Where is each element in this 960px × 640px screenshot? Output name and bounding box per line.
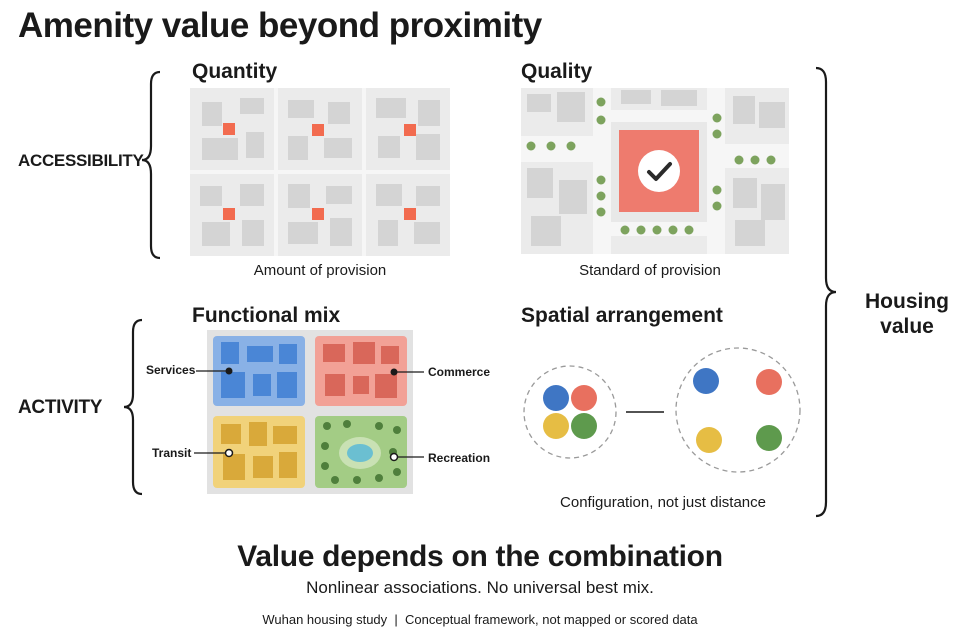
amenity-marker bbox=[404, 208, 416, 220]
spatial-arrangement-diagram bbox=[523, 347, 801, 473]
spatial-arrangement-title: Spatial arrangement bbox=[521, 304, 723, 327]
quantity-title: Quantity bbox=[192, 60, 278, 83]
clustered-amenities bbox=[523, 365, 617, 459]
spatial-caption: Configuration, not just distance bbox=[560, 494, 766, 511]
page-title: Amenity value beyond proximity bbox=[18, 6, 542, 45]
quantity-tile bbox=[190, 174, 274, 256]
commerce-label: Commerce bbox=[428, 365, 491, 379]
summary-subheading: Nonlinear associations. No universal bes… bbox=[306, 578, 654, 597]
recreation-label: Recreation bbox=[428, 451, 491, 465]
quantity-tile bbox=[278, 88, 362, 170]
summary-heading: Value depends on the combination bbox=[237, 540, 723, 573]
functional-mix-title: Functional mix bbox=[192, 304, 341, 327]
commerce-zone bbox=[315, 336, 407, 406]
brace-accessibility bbox=[141, 70, 161, 260]
quantity-tile bbox=[190, 88, 274, 170]
amenity-marker bbox=[223, 123, 235, 135]
quality-caption: Standard of provision bbox=[579, 262, 721, 279]
amenity-marker bbox=[312, 208, 324, 220]
check-icon bbox=[647, 162, 672, 181]
recreation-zone bbox=[315, 416, 407, 488]
housing-value-label: Housing value bbox=[865, 290, 949, 338]
quantity-grid-map bbox=[190, 88, 450, 256]
row-label-activity: ACTIVITY bbox=[18, 397, 103, 418]
quantity-caption: Amount of provision bbox=[253, 262, 387, 279]
street-trees bbox=[526, 97, 776, 235]
transit-zone bbox=[213, 416, 305, 488]
dispersed-amenities bbox=[675, 347, 801, 473]
row-label-accessibility: ACCESSIBILITY bbox=[18, 151, 144, 170]
amenity-marker bbox=[312, 124, 324, 136]
quantity-tile bbox=[278, 174, 362, 256]
quantity-tile bbox=[366, 88, 450, 170]
footer-note: Wuhan housing study | Conceptual framewo… bbox=[262, 612, 698, 627]
services-zone bbox=[213, 336, 305, 406]
brace-activity bbox=[123, 318, 143, 496]
functional-mix-map bbox=[207, 330, 413, 494]
quality-map bbox=[521, 88, 789, 254]
amenity-marker bbox=[223, 208, 235, 220]
services-label: Services bbox=[146, 363, 196, 377]
transit-label: Transit bbox=[152, 446, 192, 460]
amenity-marker bbox=[404, 124, 416, 136]
quality-title: Quality bbox=[521, 60, 593, 83]
quantity-tile bbox=[366, 174, 450, 256]
brace-housing bbox=[815, 66, 837, 518]
